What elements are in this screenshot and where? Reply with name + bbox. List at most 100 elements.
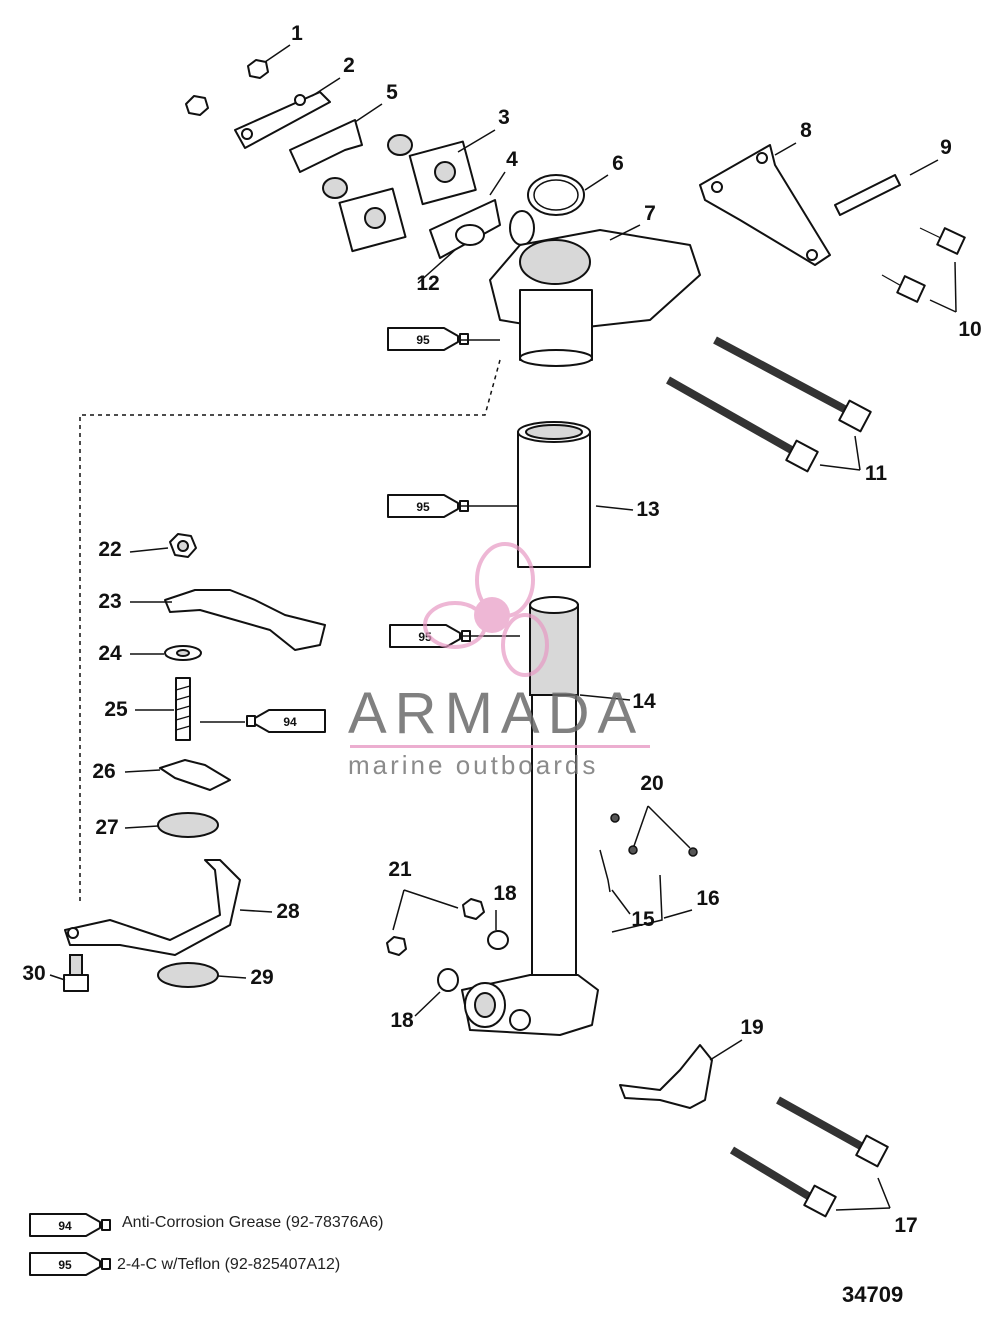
- leader-line: [584, 174, 609, 191]
- tube-label: 95: [416, 333, 430, 347]
- callout-18: 18: [390, 1009, 414, 1032]
- watermark-accent-line: [350, 745, 650, 748]
- lubricant-tube-94: 94: [246, 709, 326, 733]
- part-10-bolts: [881, 227, 966, 303]
- leader-line: [595, 505, 634, 511]
- part-9-clip: [834, 174, 901, 216]
- part-16-ground-strap: [611, 874, 663, 933]
- callout-24: 24: [98, 642, 122, 665]
- leader-line: [929, 299, 957, 313]
- leader-line: [877, 1177, 891, 1209]
- part-21-nut: [462, 898, 485, 920]
- callout-27: 27: [95, 816, 118, 839]
- part-29-friction-pad: [157, 962, 219, 988]
- callout-28: 28: [276, 900, 300, 923]
- callout-13: 13: [636, 498, 659, 521]
- callout-2: 2: [343, 54, 355, 77]
- leader-line: [579, 694, 631, 701]
- part-17-bolts: [729, 1096, 889, 1218]
- washer: [509, 210, 535, 246]
- part-2-plate: [234, 91, 331, 149]
- diagram-id: 34709: [842, 1282, 904, 1307]
- callout-8: 8: [800, 119, 812, 142]
- leader-line: [954, 261, 957, 313]
- leader-line: [663, 909, 693, 919]
- callout-14: 14: [632, 690, 656, 713]
- leader-line: [709, 1039, 743, 1061]
- leader-line: [835, 1207, 891, 1211]
- callout-25: 25: [104, 698, 128, 721]
- leader-line: [354, 103, 383, 123]
- part-18-washer: [487, 930, 509, 950]
- part-3-mount-right: [387, 134, 477, 206]
- part-30-bolt: [63, 954, 89, 992]
- leader-line: [609, 224, 641, 241]
- callout-20: 20: [640, 772, 663, 795]
- tube-label: 94: [58, 1219, 72, 1233]
- part-23-lever: [164, 589, 326, 651]
- callout-6: 6: [612, 152, 624, 175]
- callout-16: 16: [696, 887, 719, 910]
- leader-line: [417, 249, 456, 284]
- leader-line: [489, 171, 506, 196]
- part-8-bracket: [699, 144, 831, 266]
- leader-line: [457, 129, 496, 153]
- part-7-steering-housing: [489, 229, 701, 367]
- tube-label: 94: [283, 715, 297, 729]
- part-25-stud: [175, 677, 191, 741]
- callout-19: 19: [740, 1016, 763, 1039]
- callout-1: 1: [291, 22, 303, 45]
- plate-hole: [294, 94, 306, 106]
- part-11-long-bolts: [666, 336, 872, 473]
- callout-10: 10: [958, 318, 981, 341]
- leader-line: [239, 909, 273, 913]
- part-1-hex-nut: [247, 59, 269, 79]
- leader-line: [633, 805, 649, 847]
- legend-tube-95: 95: [29, 1252, 111, 1276]
- callout-22: 22: [98, 538, 121, 561]
- part-20-screws: [610, 813, 698, 857]
- leader-line: [311, 77, 341, 97]
- part-12-washer: [455, 224, 485, 246]
- callout-7: 7: [644, 202, 656, 225]
- legend-text-94: Anti-Corrosion Grease (92-78376A6): [122, 1214, 384, 1231]
- lubricant-tube-95: 95: [387, 494, 469, 518]
- callout-21: 21: [388, 858, 412, 881]
- leader-line: [909, 159, 939, 176]
- callout-leader-lines: [49, 44, 957, 1211]
- leader-line: [647, 805, 691, 849]
- leader-line: [414, 991, 441, 1017]
- watermark-propeller-icon: [423, 542, 549, 677]
- leader-line: [124, 769, 161, 773]
- part-5-shim: [289, 119, 363, 173]
- watermark-tagline: marine outboards: [348, 750, 599, 780]
- callout-17: 17: [894, 1214, 917, 1237]
- leader-line: [124, 825, 159, 829]
- leader-line: [611, 889, 631, 915]
- callout-5: 5: [386, 81, 398, 104]
- callout-11: 11: [865, 462, 888, 485]
- leader-line: [819, 464, 861, 471]
- leader-line: [264, 44, 291, 63]
- callout-3: 3: [498, 106, 510, 129]
- assembly-dashed-line: [79, 359, 501, 905]
- callout-15: 15: [631, 908, 655, 931]
- callout-18: 18: [493, 882, 517, 905]
- part-14-steering-tube: [461, 596, 599, 1036]
- part-21-nut: [386, 936, 407, 956]
- part-27-friction-pad: [157, 812, 219, 838]
- callout-9: 9: [940, 136, 952, 159]
- hex-nut: [185, 95, 209, 116]
- callout-29: 29: [250, 966, 273, 989]
- part-13-sleeve: [517, 421, 591, 568]
- part-26-friction-plate: [159, 759, 231, 791]
- leader-line: [217, 975, 247, 979]
- lubricant-tube-95: 95: [387, 327, 469, 351]
- part-3-mount-left: [322, 177, 407, 253]
- legend-tube-94: 94: [29, 1213, 111, 1237]
- callout-23: 23: [98, 590, 121, 613]
- tube-label: 95: [416, 500, 430, 514]
